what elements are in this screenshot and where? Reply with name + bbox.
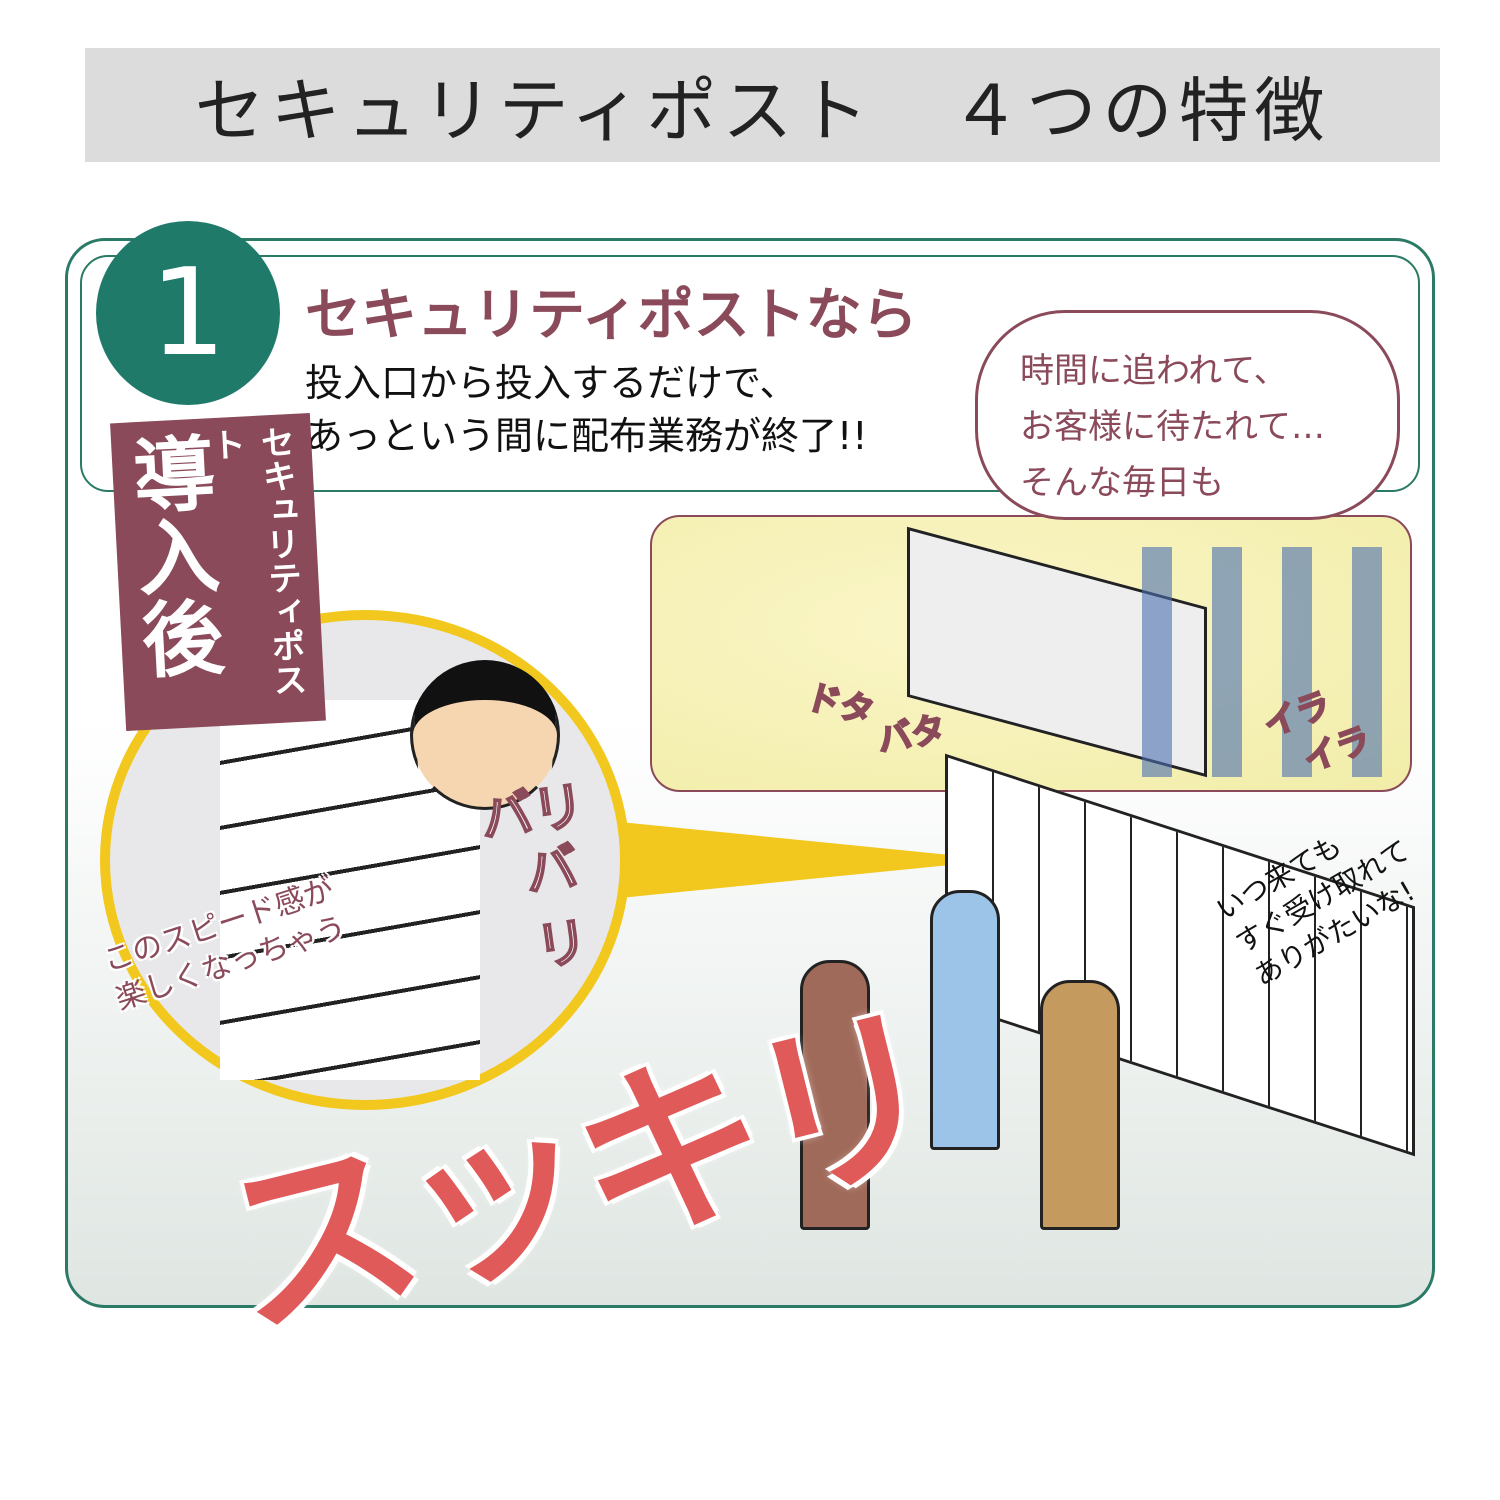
sfx-bata: バタ: [874, 708, 950, 761]
title-bar: セキュリティポスト ４つの特徴: [85, 48, 1440, 162]
before-scene-illustration: ドタ バタ イラ イラ: [650, 515, 1412, 792]
feature-heading: セキュリティポストなら: [305, 283, 918, 348]
sfx-dota: ドタ: [801, 676, 879, 734]
feature-body-line: あっという間に配布業務が終了!!: [305, 414, 868, 458]
after-introduction-banner: 導入後 セキュリティポスト: [110, 412, 326, 732]
sfx-bari: バリ: [521, 837, 593, 980]
banner-small-text: セキュリティポスト: [204, 423, 308, 698]
thought-line: 時間に追われて、: [1020, 351, 1288, 391]
feature-number-badge: 1: [96, 221, 280, 405]
woman-illustration: [800, 960, 870, 1230]
thought-line: そんな毎日も: [1020, 463, 1224, 503]
feature-body-line: 投入口から投入するだけで、: [305, 361, 798, 405]
waiting-customers-illustration: [1102, 547, 1392, 777]
thought-line: お客様に待たれて…: [1020, 407, 1325, 447]
man-illustration: [930, 890, 1000, 1150]
character-illustration: [410, 660, 560, 810]
thought-bubble: 時間に追われて、 お客様に待たれて… そんな毎日も: [975, 310, 1400, 520]
man-illustration: [1040, 980, 1120, 1230]
page-title: セキュリティポスト ４つの特徴: [194, 69, 1331, 152]
